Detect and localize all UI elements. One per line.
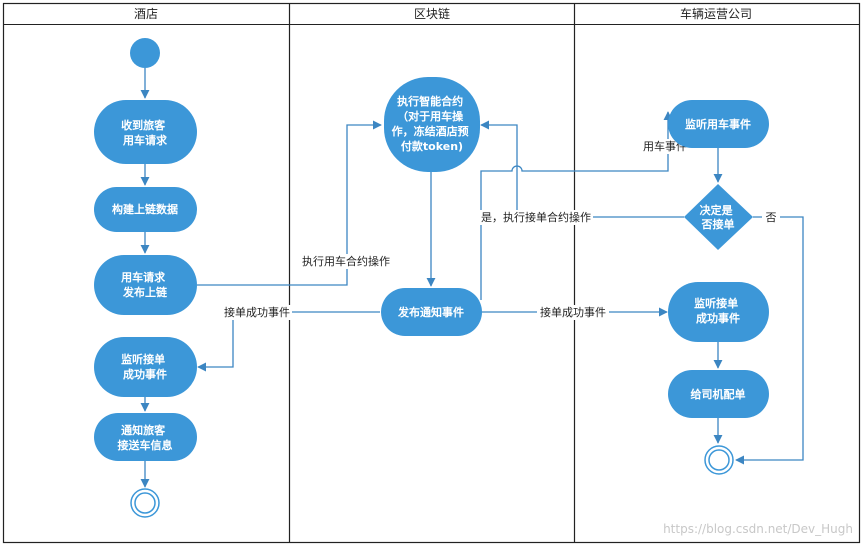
edge-label-success-left: 接单成功事件: [224, 306, 290, 319]
build-data-label: 构建上链数据: [112, 202, 178, 216]
lane-title-blockchain: 区块链: [414, 6, 450, 21]
execute-contract-node: [384, 77, 480, 172]
dispatch-driver-node: [668, 370, 769, 418]
lane-title-hotel: 酒店: [134, 7, 158, 21]
listen-car-event-label: 监听用车事件: [685, 117, 751, 131]
notify-guest-node: [94, 413, 197, 461]
execute-contract-label: 执行智能合约 （对于用车操 作，冻结酒店预 付款token): [392, 94, 473, 153]
build-data-node: [94, 187, 197, 232]
company-listen-success-label: 监听接单 成功事件: [694, 296, 742, 325]
edge-label-execute-op: 执行用车合约操作: [302, 254, 390, 268]
decide-accept-label: 决定是 否接单: [700, 203, 737, 231]
company-end-node-inner: [708, 449, 730, 471]
edge-label-success-right: 接单成功事件: [540, 306, 606, 319]
hotel-listen-success-node: [94, 337, 197, 397]
hotel-listen-success-label: 监听接单 成功事件: [121, 352, 169, 381]
lane-title-car-company: 车辆运营公司: [680, 6, 752, 21]
edge-label-yes-accept: 是，执行接单合约操作: [481, 210, 591, 224]
flow-publish-to-contract: [197, 120, 382, 286]
company-listen-success-node: [668, 282, 769, 342]
decide-accept-node: [684, 184, 753, 250]
publish-notify-node: [381, 288, 482, 336]
listen-car-event-node: [668, 100, 769, 148]
flow-notify-to-hotel-listen: [197, 311, 380, 372]
edge-label-car-event: 用车事件: [643, 139, 687, 153]
dispatch-driver-label: 给司机配单: [691, 387, 746, 401]
publish-request-node: [94, 255, 197, 315]
receive-request-node: [94, 100, 197, 164]
publish-notify-label: 发布通知事件: [397, 305, 464, 319]
watermark: https://blog.csdn.net/Dev_Hugh: [663, 522, 853, 536]
publish-request-label: 用车请求 发布上链: [121, 270, 169, 299]
flow-decide-yes-to-contract: [480, 120, 684, 218]
receive-request-label: 收到旅客 用车请求: [121, 118, 169, 147]
edge-label-no: 否: [766, 211, 777, 224]
notify-guest-label: 通知旅客 接送车信息: [118, 423, 173, 452]
hotel-end-node-inner: [134, 492, 156, 514]
start-node: [130, 38, 160, 68]
